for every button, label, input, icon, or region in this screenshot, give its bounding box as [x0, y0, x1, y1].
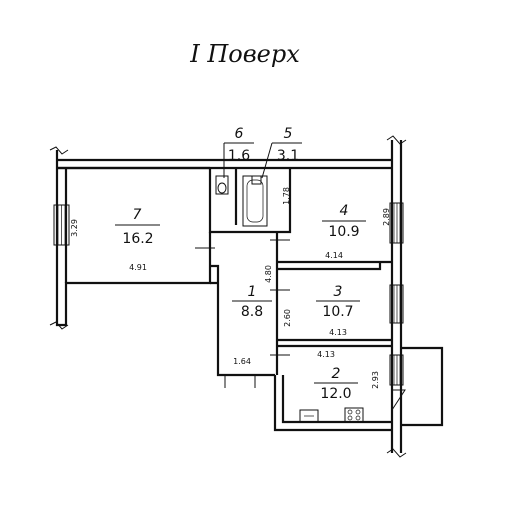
room1-number: 1 — [248, 284, 257, 300]
dim-room2-height: 2.93 — [371, 371, 380, 389]
balcony-outline — [401, 346, 444, 427]
room1-area: 8.8 — [241, 304, 263, 320]
room3-number: 3 — [334, 284, 343, 300]
wall-room4-room3 — [277, 260, 392, 271]
dim-room3-width: 4.13 — [329, 328, 347, 337]
dim-room4-width: 4.14 — [325, 251, 343, 260]
window-room4 — [389, 202, 404, 244]
dim-room2-width: 4.13 — [317, 350, 335, 359]
outer-wall-corridor-left — [210, 264, 275, 377]
room2-number: 2 — [332, 366, 341, 382]
room4-area: 10.9 — [328, 224, 359, 240]
dim-hall-width: 1.64 — [233, 357, 251, 366]
toilet-fixture — [215, 175, 229, 195]
window-left — [53, 204, 70, 246]
dim-corridor-width: 2.60 — [283, 309, 292, 327]
room5-pointer — [261, 142, 273, 179]
room7-number: 7 — [133, 207, 142, 223]
room6-number: 6 — [235, 126, 244, 142]
dim-room4-height: 2.89 — [382, 208, 391, 226]
stove-fixture — [344, 407, 364, 423]
sink-fixture — [299, 409, 319, 423]
bathtub-fixture — [242, 175, 268, 227]
dim-room7-height: 3.29 — [70, 219, 79, 237]
wall-room3-room2 — [277, 338, 392, 348]
room6-area: 1.6 — [228, 148, 250, 164]
room7-area: 16.2 — [122, 231, 153, 247]
room5-number: 5 — [284, 126, 293, 142]
floor-title: I Поверх — [189, 40, 300, 68]
room3-area: 10.7 — [322, 304, 353, 320]
door-marks — [195, 239, 290, 388]
wall-bathroom-block — [208, 168, 292, 234]
dim-room5-depth: 1.78 — [282, 187, 291, 205]
room5-area: 3.1 — [277, 148, 299, 164]
room4-number: 4 — [340, 203, 349, 219]
break-marks — [49, 135, 407, 458]
window-room3 — [389, 284, 404, 324]
window-room2 — [389, 354, 404, 386]
dim-corridor-length: 4.80 — [264, 265, 273, 283]
room2-area: 12.0 — [320, 386, 351, 402]
dim-room7-width: 4.91 — [129, 263, 147, 272]
balcony-door — [391, 389, 406, 412]
